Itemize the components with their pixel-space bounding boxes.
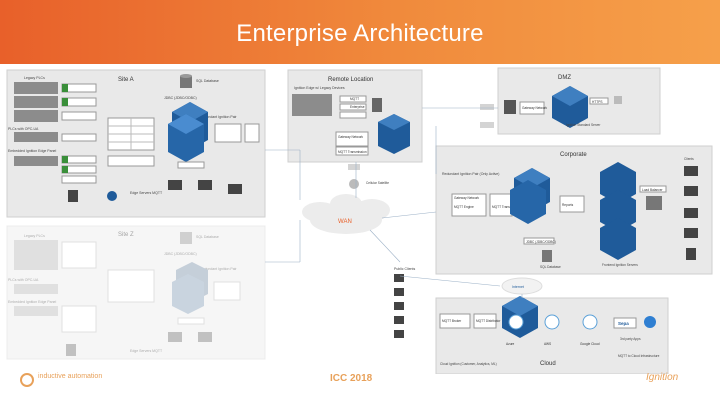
- corporate-server-icon: [510, 168, 550, 224]
- slide-header: Enterprise Architecture: [0, 0, 720, 64]
- site-z-plcs-ea: PLCs with OPC-UA: [8, 278, 39, 282]
- dmz-server-icon: [552, 86, 588, 128]
- site-a-edge-servers: Edge Servers MQTT: [130, 191, 163, 195]
- cloud-mqtt-cloud: MQTT to Cloud Infrastructure: [618, 354, 660, 358]
- remote-title: Remote Location: [328, 77, 373, 83]
- remote-mqtt: MQTT: [350, 97, 359, 101]
- cloud-public-clients: Public Clients: [394, 267, 415, 271]
- corporate-redundant: Redundant Ignition Pair (Only Active): [442, 172, 499, 176]
- site-z-sql: SQL Database: [196, 235, 219, 239]
- frontend-server-icons: [600, 162, 636, 260]
- footer-brand: Ignition: [646, 372, 679, 383]
- site-a-jdbc: JDBC (JDBC/ODBC): [164, 96, 197, 100]
- site-a-sql: SQL Database: [196, 79, 219, 83]
- corporate-jdbc: JDBC (JDBC/ODBC): [526, 240, 556, 244]
- site-z-jdbc: JDBC (JDBC/ODBC): [164, 252, 197, 256]
- cloud-aws: AWS: [544, 342, 551, 346]
- legacy-plc-rack-icons: [14, 82, 97, 122]
- site-z-panel: Site Z Legacy PLCs PLCs with OPC-UA Embe…: [6, 225, 266, 360]
- site-a-panel: Site A Legacy PLCs PLCs with OPC-UA Embe…: [6, 69, 266, 218]
- cloud-title: Cloud: [540, 361, 556, 367]
- cloud-internet: Internet: [512, 285, 524, 289]
- wan-cellular: Cellular Satellite: [366, 181, 389, 185]
- site-a-plcs-ea: PLCs with OPC-UA: [8, 127, 39, 131]
- footer-event: ICC 2018: [330, 373, 373, 384]
- remote-server-icon: [378, 114, 410, 154]
- site-z-legacy-plcs: Legacy PLCs: [24, 234, 45, 238]
- cloud-mqtt-broker: MQTT Broker: [442, 319, 462, 323]
- wan-cloud: WAN Cellular Satellite: [302, 179, 390, 234]
- corporate-clients: Clients: [684, 157, 694, 161]
- remote-edge-label: Ignition Edge w/ Legacy Devices: [294, 86, 345, 90]
- cloud-azure: Azure: [506, 342, 515, 346]
- site-a-embedded: Embedded Ignition Edge Panel: [8, 149, 56, 153]
- cloud-gcp: Google Cloud: [580, 342, 600, 346]
- corporate-mqtt-tx: MQTT Transmission: [492, 205, 521, 209]
- slide-title: Enterprise Architecture: [236, 20, 484, 47]
- architecture-diagram: Site A Legacy PLCs PLCs with OPC-UA Embe…: [6, 67, 713, 374]
- corporate-title: Corporate: [560, 152, 587, 158]
- inductive-logo-icon: [20, 373, 34, 392]
- remote-location-panel: Remote Location Ignition Edge w/ Legacy …: [287, 69, 423, 170]
- dmz-https: HTTPS: [592, 100, 602, 104]
- corporate-panel: Corporate Redundant Ignition Pair (Only …: [435, 145, 713, 275]
- site-z-edge-servers: Edge Servers MQTT: [130, 349, 163, 353]
- site-z-title: Site Z: [118, 232, 134, 238]
- site-a-server-icon: [168, 102, 208, 162]
- corporate-frontend: Frontend Ignition Servers: [602, 263, 638, 267]
- corporate-sql: SQL Database: [540, 265, 561, 269]
- corporate-reports: Reports: [562, 203, 574, 207]
- dmz-gateway: Gateway Network: [522, 106, 548, 110]
- cloud-sepa: Sepa: [618, 321, 629, 326]
- remote-mqtt-tx: MQTT Transmission: [338, 150, 367, 154]
- dmz-server: Ignition Standard Server: [566, 123, 601, 127]
- site-a-database-icon: [180, 74, 192, 88]
- site-z-redundant: Redundant Ignition Pair: [200, 267, 237, 271]
- remote-enterprise: Enterprise: [350, 105, 365, 109]
- dmz-panel: DMZ Gateway Network HTTPS Ignition Stand…: [480, 67, 661, 135]
- cloud-ignition: Cloud Ignition (Customer, Analytics, ML): [440, 362, 497, 366]
- cloud-panel: Public Clients Internet MQTT Broker MQTT…: [394, 267, 669, 374]
- corporate-load-balancer: Load Balancer: [642, 188, 663, 192]
- remote-gateway: Gateway Network: [338, 135, 364, 139]
- site-a-title: Site A: [118, 77, 134, 83]
- corporate-gateway: Gateway Network: [454, 196, 480, 200]
- site-a-redundant: Redundant Ignition Pair: [200, 115, 237, 119]
- site-a-legacy-plcs: Legacy PLCs: [24, 76, 45, 80]
- cloud-apps: 3rd party Apps: [620, 337, 641, 341]
- cloud-mqtt-distributor: MQTT Distributor: [476, 319, 501, 323]
- corporate-mqtt-engine: MQTT Engine: [454, 205, 474, 209]
- connector-lines: [265, 107, 523, 298]
- wan-label: WAN: [338, 219, 352, 225]
- site-z-embedded: Embedded Ignition Edge Panel: [8, 300, 56, 304]
- dmz-title: DMZ: [558, 75, 571, 81]
- footer-company: inductive automation: [38, 373, 103, 380]
